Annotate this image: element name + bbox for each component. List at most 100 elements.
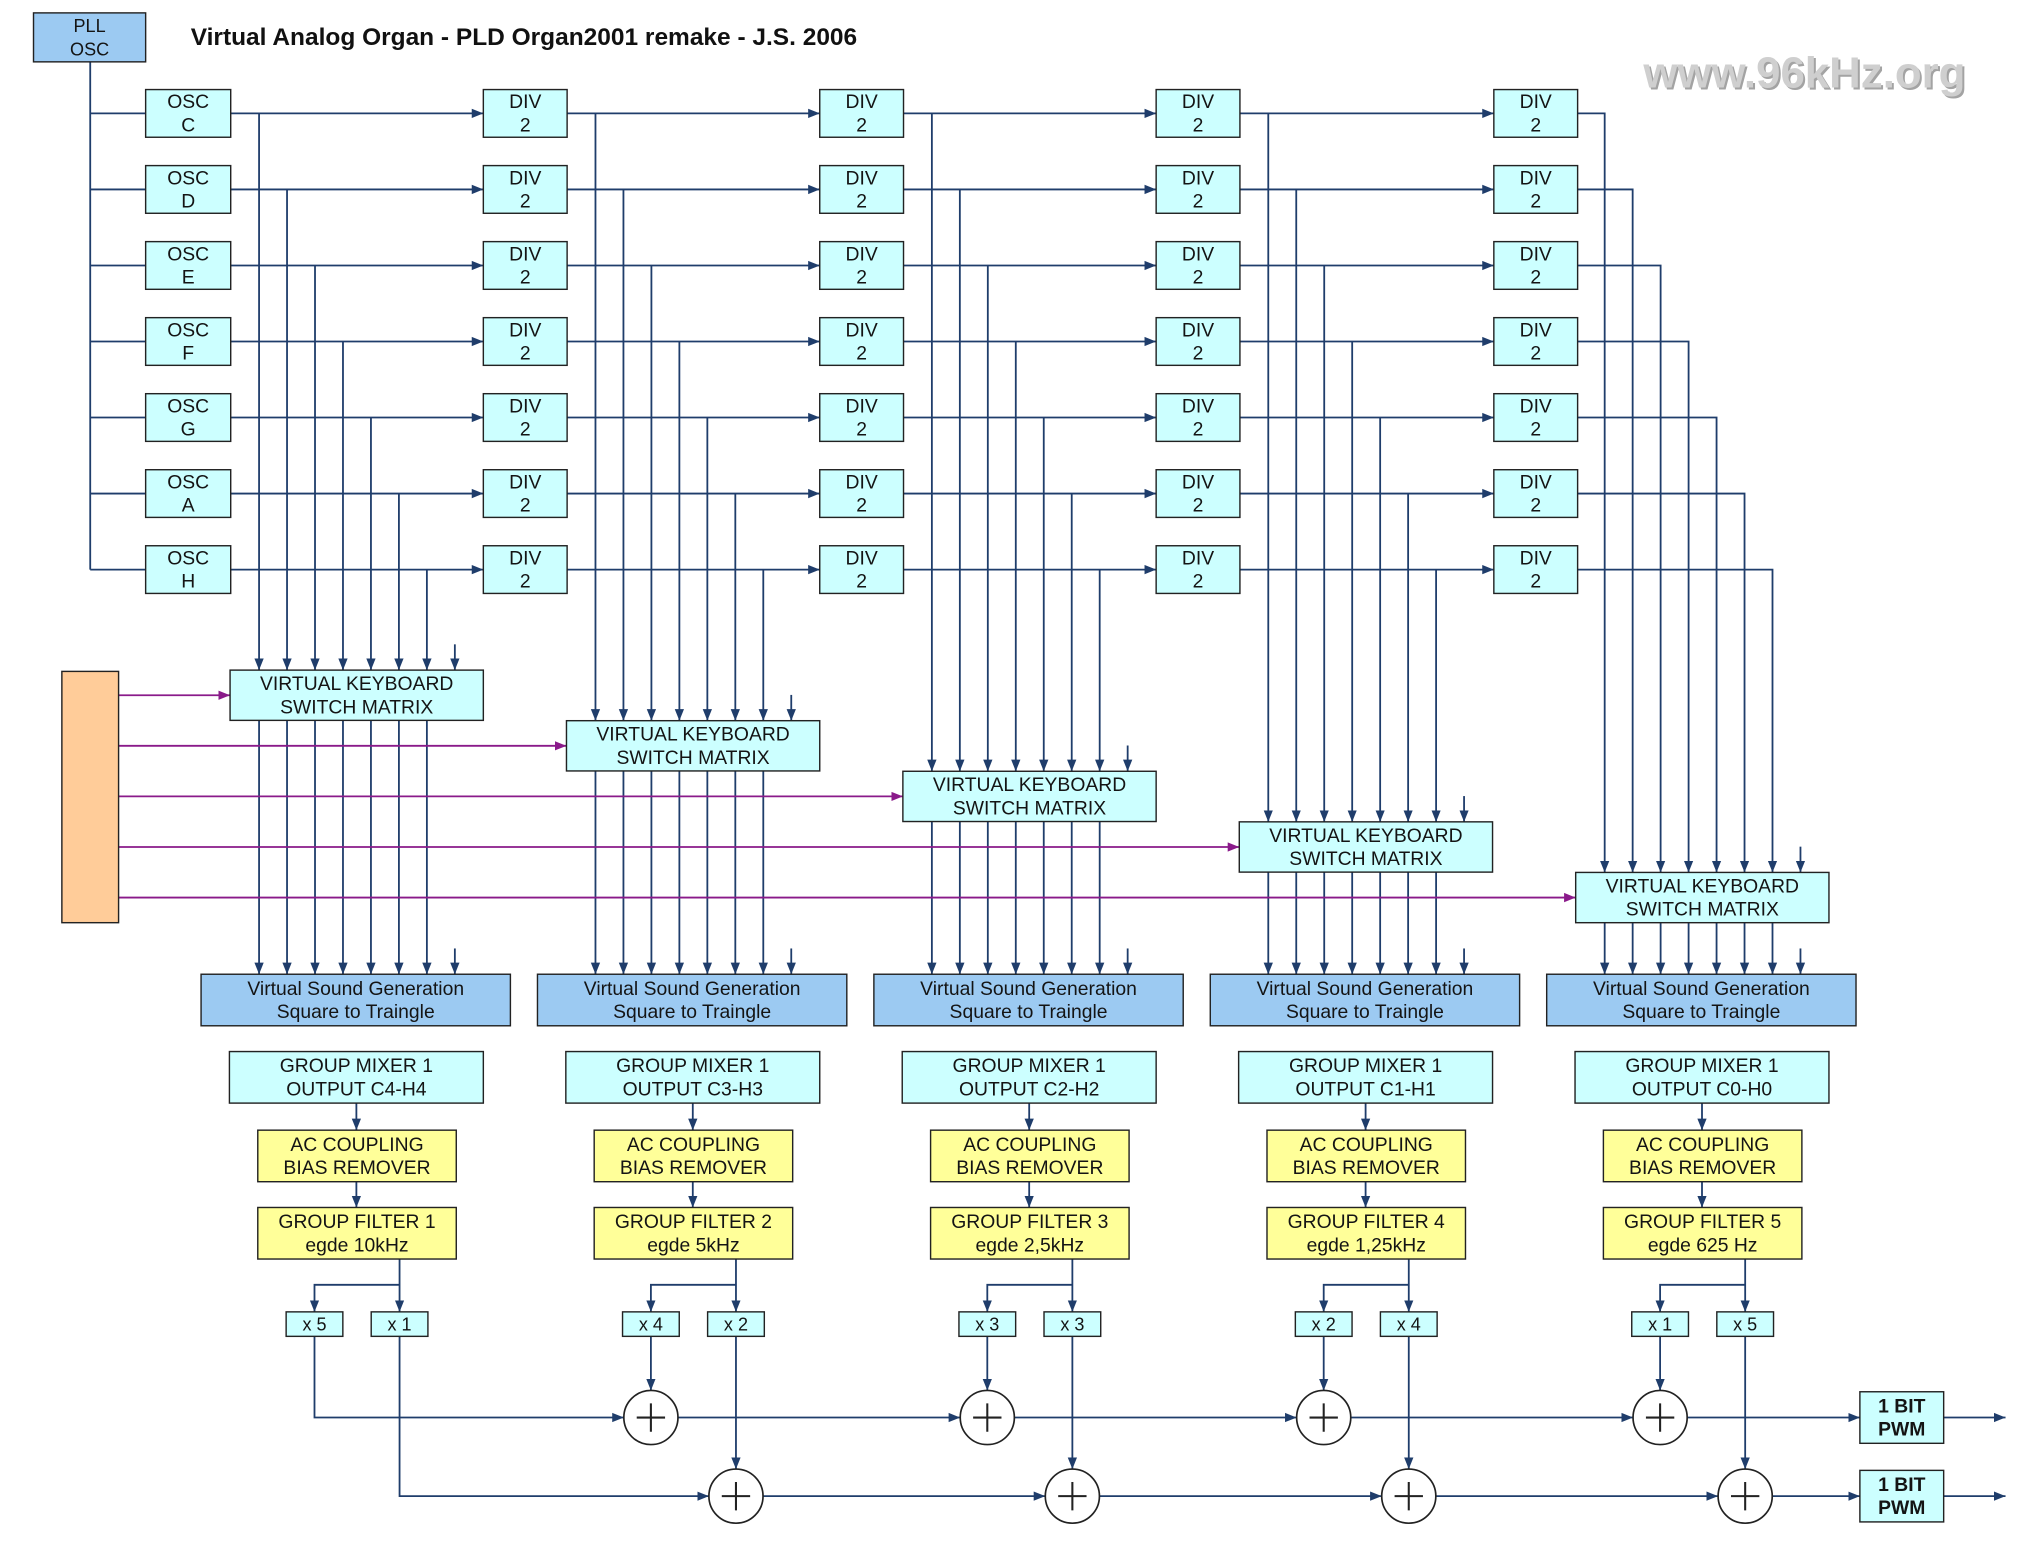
ac-coupling-3-frame	[929, 1129, 1130, 1183]
plus-circle-icon	[1058, 1481, 1087, 1511]
pwm-output-2-label-top: 1 BIT	[1878, 1475, 1925, 1496]
pwm-output-2-frame	[1859, 1469, 1945, 1523]
gain-box-1-a: x 5	[285, 1311, 344, 1338]
divider-box-r2-c2-frame	[819, 164, 905, 214]
group-filter-2-label-top: GROUP FILTER 2	[615, 1212, 772, 1233]
divider-box-r3-c2-frame	[819, 240, 905, 291]
plus-circle-icon	[1645, 1403, 1675, 1432]
divider-box-r4-c1-label-top: DIV	[509, 320, 541, 341]
ac-coupling-1-label-bottom: BIAS REMOVER	[283, 1158, 430, 1179]
gain-box-3-b-frame	[1043, 1311, 1102, 1338]
gain-box-4-a-label: x 2	[1312, 1315, 1336, 1335]
group-filter-4-label-top: GROUP FILTER 4	[1288, 1212, 1445, 1233]
group-filter-1-label-top: GROUP FILTER 1	[278, 1212, 435, 1233]
group-mixer-4-label-bottom: OUTPUT C1-H1	[1295, 1079, 1435, 1100]
divider-box-r2-c2-label-bottom: 2	[856, 191, 867, 212]
divider-box-r6-c1-label-top: DIV	[509, 472, 541, 493]
lower-sum-line	[398, 1336, 709, 1501]
group-mixer-4-label-top: GROUP MIXER 1	[1289, 1056, 1442, 1077]
osc-box-e-label-bottom: E	[182, 268, 195, 289]
divider-box-r1-c4-label-top: DIV	[1520, 92, 1552, 113]
gain-box-2-b: x 2	[706, 1311, 766, 1338]
filter-branch-line	[1319, 1283, 1409, 1312]
gain-box-4-b-label: x 4	[1397, 1315, 1421, 1335]
osc-box-c-label-bottom: C	[181, 115, 195, 136]
gain-box-5-a: x 1	[1631, 1311, 1690, 1338]
gain-box-5-b-frame	[1716, 1311, 1775, 1338]
ac-coupling-2-label-top: AC COUPLING	[627, 1135, 760, 1156]
plus-circle-icon	[1730, 1481, 1760, 1511]
divider-box-r5-c1-label-bottom: 2	[520, 420, 531, 441]
group-mixer-2-label-top: GROUP MIXER 1	[616, 1056, 769, 1077]
divider-box-r5-c2-label-top: DIV	[846, 396, 878, 417]
divider-box-r6-c3-frame	[1155, 469, 1241, 519]
switch-matrix-2-frame	[565, 719, 821, 772]
divider-box-r3-c3-label-bottom: 2	[1193, 268, 1204, 289]
divider-box-r1-c1-label-top: DIV	[509, 92, 541, 113]
ac-coupling-4-label-bottom: BIAS REMOVER	[1293, 1158, 1440, 1179]
sound-generator-4-label-top: Virtual Sound Generation	[1257, 979, 1474, 1000]
divider-box-r6-c1-frame	[482, 469, 568, 519]
plus-circle-icon	[973, 1403, 1002, 1432]
octave-tap-line	[1577, 340, 1694, 873]
group-filter-3-label-bottom: egde 2,5kHz	[976, 1235, 1085, 1256]
gain-box-1-b: x 1	[370, 1311, 429, 1338]
octave-tap-line	[1577, 492, 1750, 873]
switch-matrix-5-label-top: VIRTUAL KEYBOARD	[1606, 876, 1799, 897]
sound-generator-2-frame	[536, 973, 848, 1027]
upper-sum-line	[313, 1336, 624, 1423]
switch-matrix-3-label-bottom: SWITCH MATRIX	[953, 798, 1106, 819]
gain-box-4-a-frame	[1294, 1311, 1353, 1338]
gain-box-3-a-label: x 3	[975, 1315, 999, 1335]
divider-box-r7-c2-label-top: DIV	[846, 548, 878, 569]
group-filter-5-label-bottom: egde 625 Hz	[1648, 1235, 1758, 1256]
group-mixer-1-label-bottom: OUTPUT C4-H4	[286, 1079, 427, 1100]
divider-box-r5-c3-label-bottom: 2	[1193, 420, 1204, 441]
filter-branch-line	[1655, 1283, 1746, 1312]
switch-matrix-2-label-top: VIRTUAL KEYBOARD	[596, 725, 789, 746]
sound-generator-2-label-top: Virtual Sound Generation	[584, 979, 801, 1000]
ac-coupling-3-label-top: AC COUPLING	[963, 1135, 1096, 1156]
divider-box-r4-c3-label-top: DIV	[1182, 320, 1214, 341]
lower-summing-node	[1044, 1468, 1101, 1525]
switch-matrix-4-label-top: VIRTUAL KEYBOARD	[1269, 826, 1462, 847]
filter-branch-line	[309, 1283, 400, 1312]
gain-box-4-b: x 4	[1379, 1311, 1438, 1338]
osc-box-f-frame	[144, 316, 232, 367]
divider-box-r7-c4-label-top: DIV	[1520, 548, 1552, 569]
divider-box-r6-c4-label-top: DIV	[1520, 472, 1552, 493]
upper-summing-node	[1632, 1389, 1689, 1446]
group-filter-1-frame	[257, 1206, 457, 1260]
osc-box-g-label-bottom: G	[181, 420, 196, 441]
pwm-output-2-label-bottom: PWM	[1878, 1498, 1925, 1519]
divider-box-r3-c4-label-top: DIV	[1520, 244, 1552, 265]
gain-box-4-a: x 2	[1294, 1311, 1353, 1338]
divider-box-r5-c4-label-top: DIV	[1520, 396, 1552, 417]
divider-box-r1-c2-label-top: DIV	[846, 92, 878, 113]
pll-osc-box-label-bottom: OSC	[70, 39, 109, 59]
switch-matrix-2-label-bottom: SWITCH MATRIX	[617, 748, 770, 769]
group-mixer-1-frame	[228, 1050, 485, 1104]
sound-generator-3-frame	[873, 973, 1184, 1027]
osc-box-c-label-top: OSC	[167, 92, 209, 113]
pwm-output-1-label-bottom: PWM	[1878, 1420, 1925, 1441]
gain-box-4-b-frame	[1379, 1311, 1438, 1338]
lower-summing-node	[1717, 1468, 1774, 1525]
